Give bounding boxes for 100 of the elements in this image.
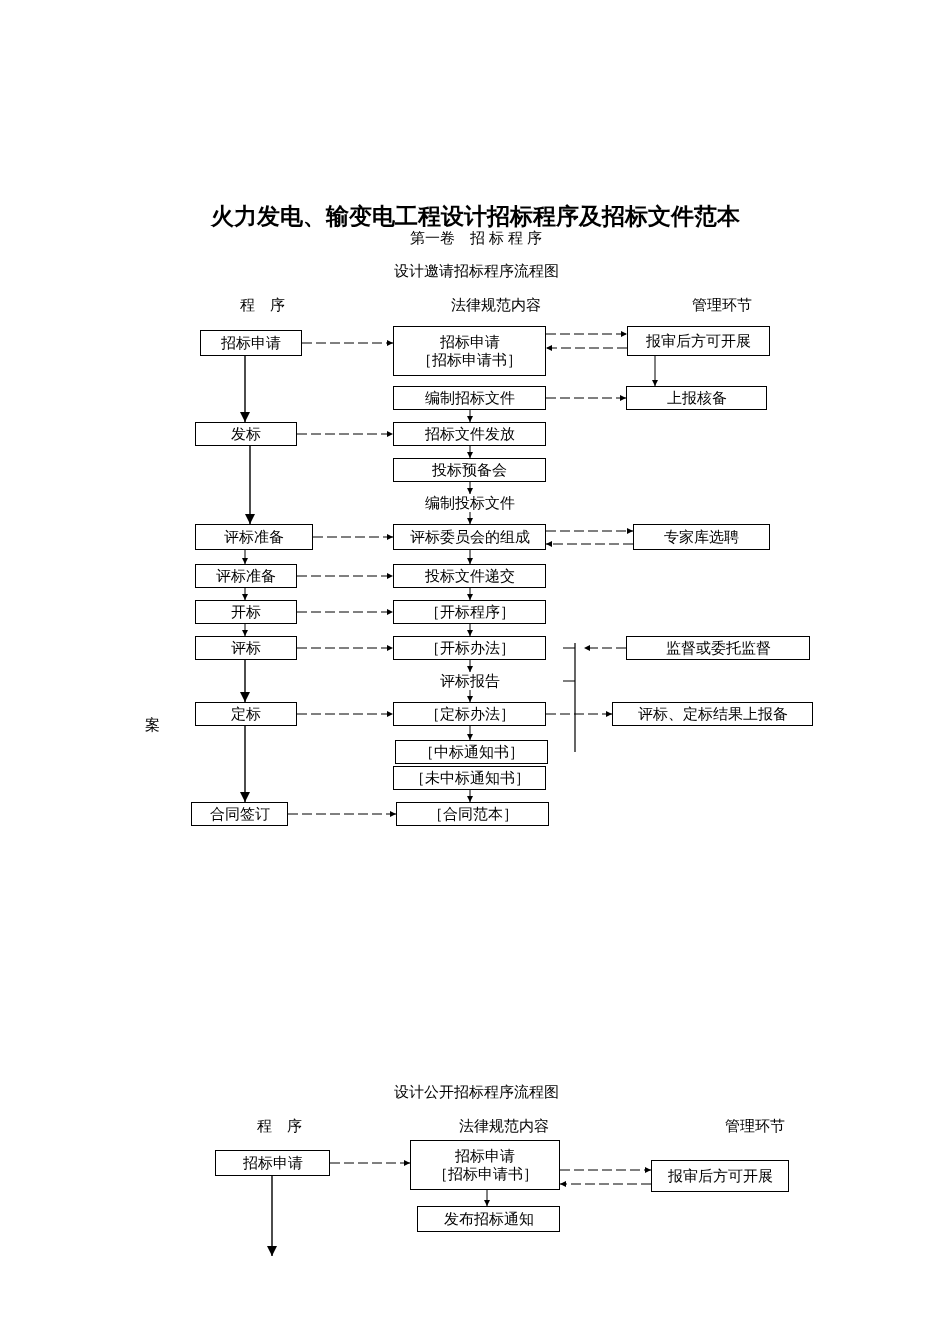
step-label: 评标准备 (224, 528, 284, 546)
process-box (393, 458, 546, 482)
step-label: 定标 (231, 705, 261, 723)
process-box (395, 740, 548, 764)
arrow (583, 645, 627, 651)
title: 火力发电、输变电工程设计招标程序及招标文件范本 (210, 203, 740, 230)
process-box (215, 1150, 330, 1176)
step-label: 报审后方可开展 (646, 332, 751, 350)
arrow (467, 549, 473, 565)
step-label: 招标申请 (221, 334, 281, 352)
arrow (296, 573, 394, 579)
process-box (393, 702, 546, 726)
step-label: 投标预备会 (432, 461, 507, 479)
column-header: 程 序 (239, 296, 285, 314)
step-label: ［招标申请书］ (432, 1165, 538, 1183)
chart-title: 设计公开招标程序流程图 (393, 1083, 559, 1101)
arrow (301, 340, 394, 346)
process-box (417, 1206, 560, 1232)
arrow (296, 645, 394, 651)
step-label: 发布招标通知 (443, 1210, 534, 1228)
arrow (312, 534, 394, 540)
process-box (195, 422, 297, 446)
arrow (545, 395, 627, 401)
step-label: ［定标办法］ (424, 705, 515, 723)
step-label: 监督或委托监督 (665, 639, 771, 657)
arrow (329, 1160, 411, 1166)
process-box (200, 330, 302, 356)
process-box (393, 386, 546, 410)
arrow (242, 623, 248, 637)
step-label: ［开标程序］ (424, 603, 515, 621)
step-label: 投标文件递交 (424, 567, 515, 585)
arrow (467, 481, 473, 495)
arrow (545, 711, 613, 717)
step-label: 招标文件发放 (424, 425, 515, 443)
arrow (545, 331, 628, 337)
arrow (467, 689, 473, 703)
step-label: ［开标办法］ (424, 639, 515, 657)
step-label: 评标、定标结果上报备 (637, 705, 788, 723)
note-text: 案 (145, 716, 160, 734)
process-box (393, 326, 546, 376)
process-box (633, 524, 770, 550)
step-label: ［未中标通知书］ (409, 769, 530, 787)
arrow (242, 587, 248, 601)
arrow (467, 587, 473, 601)
process-box (396, 802, 549, 826)
process-box (195, 636, 297, 660)
process-box (393, 600, 546, 624)
step-text: 编制投标文件 (393, 494, 546, 512)
chart-title: 设计邀请招标程序流程图 (393, 262, 559, 280)
arrow (287, 811, 397, 817)
arrow (545, 528, 634, 534)
step-label: 招标申请 (439, 333, 500, 351)
process-box (195, 564, 297, 588)
arrow (545, 345, 628, 351)
process-box (195, 524, 313, 550)
column-header: 管理环节 (725, 1117, 785, 1135)
step-label: 评标 (231, 639, 261, 657)
arrow (240, 659, 250, 703)
arrow (559, 1181, 652, 1187)
process-box (612, 702, 813, 726)
step-label: 评标准备 (216, 567, 276, 585)
column-header: 法律规范内容 (451, 296, 541, 314)
arrow (467, 623, 473, 637)
process-box (195, 600, 297, 624)
arrow (242, 549, 248, 565)
step-label: 专家库选聘 (664, 528, 739, 546)
arrow (545, 541, 634, 547)
subtitle: 第一卷 招 标 程 序 (410, 229, 542, 247)
arrow (484, 1189, 490, 1207)
arrow (296, 711, 394, 717)
column-header: 程 序 (256, 1117, 302, 1135)
arrow (296, 431, 394, 437)
process-box (410, 1140, 560, 1190)
column-header: 管理环节 (692, 296, 752, 314)
step-label: 发标 (231, 425, 261, 443)
process-box (191, 802, 288, 826)
process-box (651, 1160, 789, 1192)
step-label: 上报核备 (666, 389, 727, 407)
arrow (467, 409, 473, 423)
arrow (240, 725, 250, 803)
step-label: ［合同范本］ (427, 805, 518, 823)
arrow (467, 659, 473, 673)
step-text: 评标报告 (393, 672, 546, 690)
arrow (467, 511, 473, 525)
step-label: ［中标通知书］ (419, 743, 524, 761)
process-box (626, 386, 767, 410)
process-box (393, 766, 546, 790)
step-label: ［招标申请书］ (417, 351, 522, 369)
process-box (627, 326, 770, 356)
arrow (296, 609, 394, 615)
process-box (626, 636, 810, 660)
arrow (467, 725, 473, 741)
process-box (195, 702, 297, 726)
arrow (467, 789, 473, 803)
process-box (393, 564, 546, 588)
step-label: 报审后方可开展 (667, 1167, 773, 1185)
step-label: 招标申请 (242, 1154, 303, 1172)
process-box (393, 636, 546, 660)
step-label: 合同签订 (209, 805, 270, 823)
arrow (267, 1175, 277, 1257)
